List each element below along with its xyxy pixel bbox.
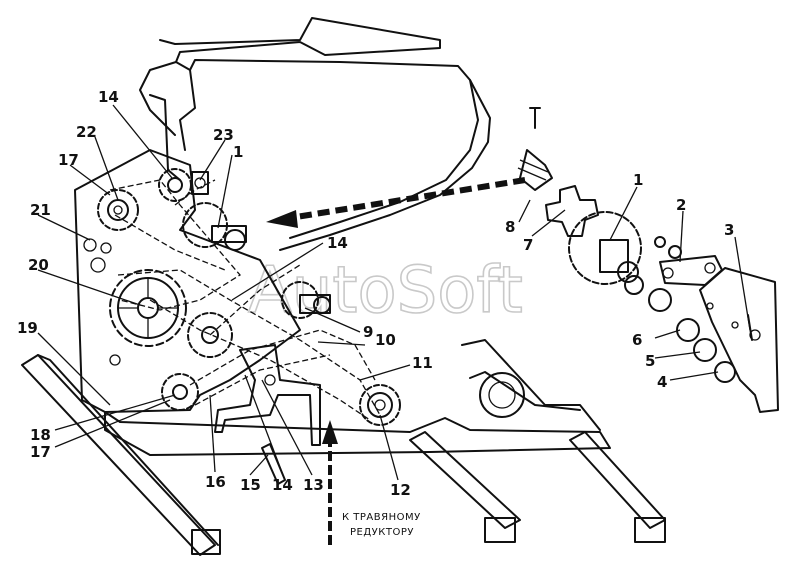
callout-17-bottom: 17 — [30, 443, 51, 461]
callout-10: 10 — [375, 331, 396, 349]
callout-14-mid: 14 — [327, 234, 348, 252]
callout-5: 5 — [645, 352, 655, 370]
assembly-arrow — [266, 177, 526, 228]
callout-12: 12 — [390, 481, 411, 499]
sprocket-20 — [109, 269, 187, 347]
callout-17-top: 17 — [58, 151, 79, 169]
callout-15: 15 — [240, 476, 261, 494]
callout-3: 3 — [724, 221, 734, 239]
hopper — [139, 17, 491, 251]
callout-14-top: 14 — [98, 88, 119, 106]
callout-14-bottom: 14 — [272, 476, 293, 494]
callout-11: 11 — [412, 354, 433, 372]
watermark: AutoSoft — [248, 254, 523, 328]
callout-6: 6 — [632, 331, 642, 349]
callout-2: 2 — [676, 196, 686, 214]
callout-16: 16 — [205, 473, 226, 491]
sprocket-23 — [191, 171, 209, 195]
callout-18: 18 — [30, 426, 51, 444]
callout-23: 23 — [213, 126, 234, 144]
callout-13: 13 — [303, 476, 324, 494]
tensioner-bracket — [214, 344, 321, 485]
sprockets — [97, 168, 401, 485]
caption-line-2: РЕДУКТОРУ — [350, 527, 414, 538]
callout-20: 20 — [28, 256, 49, 274]
callout-21: 21 — [30, 201, 51, 219]
sprocket-12 — [359, 384, 401, 426]
reducer-arrow: К ТРАВЯНОМУ РЕДУКТОРУ — [322, 420, 421, 545]
sprocket-14-mid — [187, 312, 233, 358]
exploded-assembly — [517, 107, 779, 413]
leader-lines — [37, 104, 751, 481]
sprocket-22 — [97, 189, 139, 231]
callout-labels: 14 22 17 23 1 21 20 14 19 9 10 11 18 17 … — [17, 88, 734, 499]
sprocket-17-bottom — [161, 373, 199, 411]
callout-7: 7 — [523, 236, 533, 254]
callout-22: 22 — [76, 123, 97, 141]
callout-4: 4 — [657, 373, 667, 391]
callout-9: 9 — [363, 323, 373, 341]
callout-1-right: 1 — [633, 171, 643, 189]
callout-19: 19 — [17, 319, 38, 337]
base-frame — [21, 339, 666, 556]
caption-line-1: К ТРАВЯНОМУ — [342, 512, 421, 523]
callout-1-left: 1 — [233, 143, 243, 161]
callout-8: 8 — [505, 218, 515, 236]
sprocket-1-left — [182, 202, 247, 251]
